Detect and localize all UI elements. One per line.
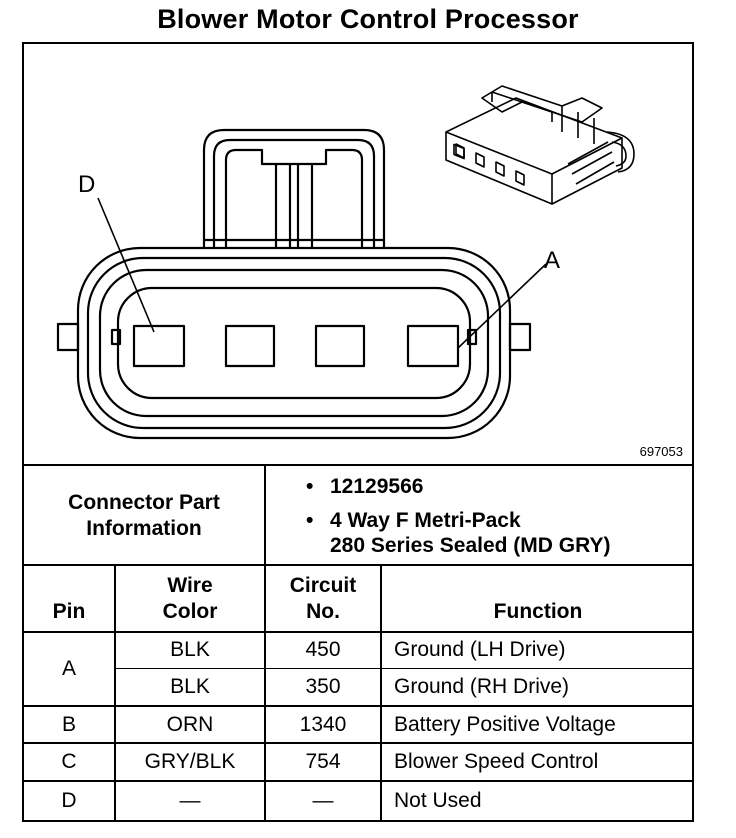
table-cell-function: Ground (LH Drive): [394, 638, 566, 661]
table-cell-circuit: 1340: [299, 712, 347, 736]
table-cell-wire-color: ORN: [166, 712, 214, 736]
divider-row-c: [22, 780, 694, 782]
table-cell-pin: D: [61, 789, 77, 812]
header-pin-label: Pin: [52, 600, 86, 623]
bullet-icon: •: [306, 475, 314, 498]
table-cell-wire-color: BLK: [170, 675, 210, 698]
table-cell-pin: C: [61, 750, 77, 773]
header-function-label: Function: [493, 600, 583, 623]
divider-row-b: [22, 742, 694, 744]
connector-diagram: D A: [56, 85, 635, 440]
diagram-frame: [22, 42, 694, 822]
connector-latch: [202, 128, 386, 248]
part-number: 12129566: [330, 475, 424, 498]
connector-info-list: • 12129566 • 4 Way F Metri-Pack 280 Seri…: [302, 474, 611, 567]
table-cell-wire-color: GRY/BLK: [144, 750, 236, 773]
divider-row-a: [22, 705, 694, 707]
header-wire-color-line2: Color: [162, 600, 218, 623]
divider-col-wire: [264, 564, 266, 822]
header-function: Function: [382, 592, 694, 632]
connector-info-label-line1: Connector Part: [68, 491, 220, 514]
table-cell-circuit: —: [312, 789, 334, 812]
table-cell-circuit: 450: [305, 638, 341, 661]
header-circuit-no: Circuit No.: [266, 566, 380, 632]
connector-info-label: Connector Part Information: [24, 468, 264, 564]
header-wire-color: Wire Color: [116, 566, 264, 632]
table-cell-function: Battery Positive Voltage: [394, 712, 616, 736]
connector-body: [56, 246, 532, 440]
table-cell-function: Blower Speed Control: [394, 750, 599, 773]
table-cell-circuit: 350: [305, 675, 341, 698]
figure-id: 697053: [639, 444, 683, 459]
bullet-icon: •: [306, 509, 314, 532]
divider-info-col: [264, 464, 266, 566]
table-cell-pin: A: [61, 657, 76, 680]
header-pin: Pin: [24, 592, 114, 632]
pin-cavity-b: [314, 324, 366, 368]
description-line2: 280 Series Sealed (MD GRY): [330, 534, 611, 557]
callout-a: A: [544, 247, 560, 274]
divider-info-bottom: [22, 564, 694, 566]
table-cell-function: Ground (RH Drive): [394, 675, 570, 698]
part-number-item: • 12129566: [302, 474, 611, 499]
description-line1: 4 Way F Metri-Pack: [330, 509, 521, 532]
table-cell-circuit: 754: [305, 750, 341, 773]
leader-line-d: [97, 197, 155, 333]
connector-thumbnail: [445, 85, 635, 205]
table-cell-wire-color: —: [179, 789, 201, 812]
description-item: • 4 Way F Metri-Pack 280 Series Sealed (…: [302, 508, 611, 558]
connector-info-label-line2: Information: [86, 517, 202, 540]
page-title: Blower Motor Control Processor: [157, 4, 579, 34]
divider-col-pin: [114, 564, 116, 822]
divider-row-a1: [114, 668, 694, 669]
divider-header-bottom: [22, 631, 694, 633]
pin-cavity-c: [224, 324, 276, 368]
callout-d: D: [78, 171, 95, 198]
pin-cavity-d: [132, 324, 186, 368]
divider-col-circuit: [380, 564, 382, 822]
header-circuit-line2: No.: [306, 600, 340, 623]
table-cell-function: Not Used: [394, 789, 482, 812]
leader-line-a: [457, 263, 547, 349]
header-circuit-line1: Circuit: [289, 574, 357, 597]
divider-diagram-bottom: [22, 464, 694, 466]
table-cell-wire-color: BLK: [170, 638, 210, 661]
pin-cavity-a: [406, 324, 460, 368]
table-cell-pin: B: [61, 712, 76, 736]
header-wire-color-line1: Wire: [167, 574, 213, 597]
